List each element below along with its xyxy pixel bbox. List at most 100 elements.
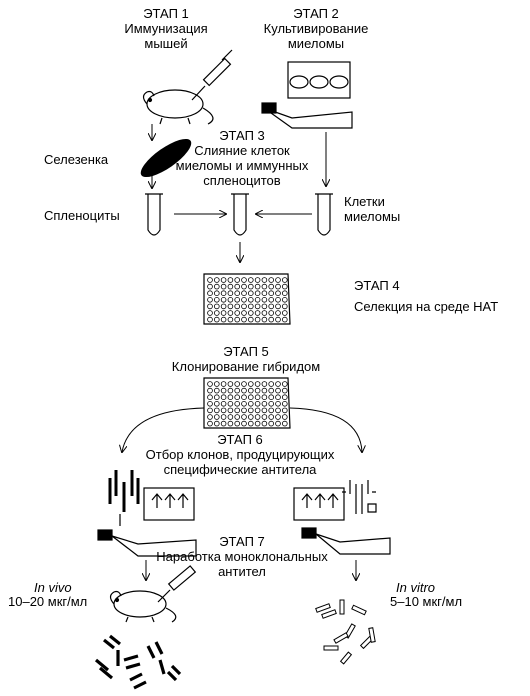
stage5-title: ЭТАП 5 [223,344,269,359]
well [275,277,281,283]
well [275,296,281,303]
well [207,296,213,303]
well [207,407,213,414]
stage3-text: Слияние клеток миеломы и иммунных сплено… [175,143,309,188]
stage5-text: Клонирование гибридом [171,359,321,374]
well [234,407,241,414]
well [241,303,247,310]
well [207,303,213,310]
well [248,303,254,310]
well [227,407,234,414]
well [275,420,281,427]
well [261,414,268,420]
well [254,407,261,414]
well [281,381,288,387]
well [207,381,213,387]
well [241,310,247,316]
stage2-label: ЭТАП 2 Культивирование миеломы [264,6,369,51]
well [254,290,261,297]
well [268,407,275,414]
well [275,310,281,316]
well [207,277,213,283]
well [220,381,227,387]
well [220,296,227,303]
well [261,420,268,427]
well [207,400,213,407]
spleen-label: Селезенка [44,152,109,167]
well [268,310,275,316]
well [281,296,288,303]
well [254,310,261,316]
well [234,387,241,394]
well [248,296,254,303]
well [220,420,227,427]
well [207,290,213,297]
well [220,290,227,297]
stage3-label: ЭТАП 3 Слияние клеток миеломы и иммунных… [176,128,309,188]
well [220,316,227,323]
antibodies-in-vitro [315,599,376,665]
well [268,387,275,394]
well [220,310,227,316]
well [254,381,261,387]
well [275,394,281,401]
well [227,277,234,283]
well [281,407,288,414]
well [261,400,268,407]
in-vivo-yield: 10–20 мкг/мл [8,594,88,609]
well [268,283,275,290]
well [248,387,254,394]
well [248,394,254,401]
well [241,387,247,394]
well [227,303,234,310]
well [234,316,241,323]
well [227,283,234,290]
stage1-label: ЭТАП 1 Иммунизация мышей [124,6,207,51]
well [220,400,227,407]
myeloma-culture-flask [261,61,353,129]
well [214,290,220,297]
well [214,277,220,283]
splenocyte-tube [145,193,163,236]
well [227,316,234,323]
well [207,316,213,323]
well [227,394,234,401]
well [234,381,241,387]
well [275,387,281,394]
well [241,407,247,414]
in-vivo-label: In vivo [34,580,72,595]
well [281,420,288,427]
well [268,420,275,427]
stage4-title: ЭТАП 4 [354,278,400,293]
stage7-label: ЭТАП 7 Наработка моноклональных антител [156,534,327,579]
syringe-icon-top [191,49,233,101]
well [214,296,220,303]
well [281,394,288,401]
in-vitro-yield: 5–10 мкг/мл [390,594,463,609]
well [254,420,261,427]
well [281,303,288,310]
stage7-text: Наработка моноклональных антител [156,549,328,579]
stage7-title: ЭТАП 7 [219,534,265,549]
well [241,296,247,303]
antibody-icon-left [108,470,140,512]
well [261,290,268,297]
stage3-title: ЭТАП 3 [219,128,265,143]
well [214,407,220,414]
well [248,290,254,297]
well [241,316,247,323]
well [214,394,220,401]
well [207,283,213,290]
well [275,316,281,323]
well [207,414,213,420]
well [275,400,281,407]
well [227,290,234,297]
well [220,394,227,401]
well [254,387,261,394]
well [234,283,241,290]
antibody-icon-right [342,480,377,514]
well [241,290,247,297]
pipette-left [97,529,197,557]
screening-box-right [293,487,345,521]
